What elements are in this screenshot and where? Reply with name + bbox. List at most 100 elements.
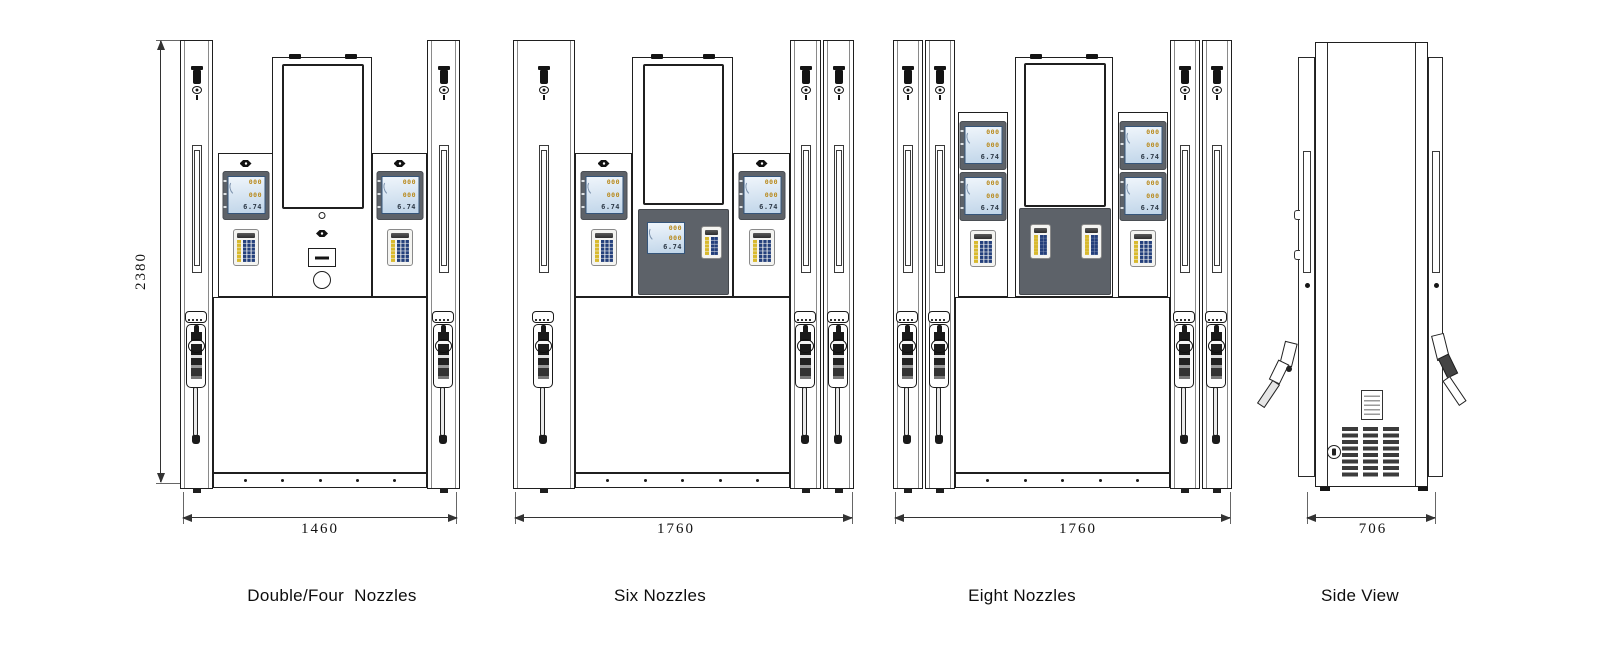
big-circle bbox=[313, 271, 331, 289]
extension-line bbox=[456, 492, 457, 524]
pivot-dot bbox=[1305, 283, 1310, 288]
keypad-keys-yellow bbox=[390, 240, 395, 262]
lcd-price: 6.74 bbox=[243, 203, 262, 211]
holder-bar bbox=[902, 66, 914, 70]
nozzle-tip bbox=[438, 435, 447, 444]
nozzle-gun bbox=[1176, 325, 1193, 382]
right-pillar-a bbox=[1170, 40, 1200, 493]
extension-line bbox=[852, 492, 853, 524]
keypad-screen bbox=[390, 233, 409, 238]
keypad bbox=[748, 229, 775, 266]
nozzle-gun bbox=[434, 325, 452, 382]
nozzle-holder-icon bbox=[189, 66, 205, 103]
lcd-volume: 000 bbox=[764, 190, 778, 199]
lcd-volume: 000 bbox=[606, 190, 620, 199]
display-ticks bbox=[960, 181, 964, 214]
lcd-volume: 000 bbox=[1146, 191, 1160, 200]
lcd-volume: 000 bbox=[986, 140, 1000, 149]
bolt-dot bbox=[986, 479, 989, 482]
nozzle-cap bbox=[793, 311, 816, 323]
right-pillar bbox=[427, 40, 460, 493]
keypad-keys-yellow bbox=[752, 240, 757, 262]
lcd-volume: 000 bbox=[986, 191, 1000, 200]
holder-ring bbox=[1212, 86, 1222, 94]
profile-slot bbox=[1432, 151, 1440, 273]
width-dimension-line bbox=[1306, 513, 1436, 522]
nozzle-gun bbox=[1208, 325, 1225, 382]
lcd-price: 6.74 bbox=[663, 243, 682, 251]
side-profile-left bbox=[1294, 57, 1315, 477]
pillar-slot bbox=[1212, 145, 1222, 273]
height-dimension-line bbox=[156, 40, 165, 483]
holder-stem bbox=[907, 95, 909, 100]
left-pillar bbox=[513, 40, 575, 493]
nozzle-cap bbox=[1173, 311, 1195, 323]
top-tab bbox=[651, 54, 663, 59]
holder-stem bbox=[939, 95, 941, 100]
name-plate bbox=[1361, 390, 1383, 420]
holder-stem bbox=[837, 95, 840, 100]
nozzle-tip bbox=[539, 435, 547, 444]
display-ticks bbox=[581, 180, 584, 213]
side-profile-right bbox=[1428, 57, 1443, 477]
nozzle-gun bbox=[829, 325, 847, 382]
lcd-amount: 000 bbox=[668, 224, 682, 232]
keypad-screen bbox=[1134, 234, 1152, 239]
fuel-nozzle-icon bbox=[1204, 311, 1230, 445]
nozzle-tip bbox=[1180, 435, 1188, 444]
keypad-keys-blue bbox=[1091, 235, 1098, 255]
holder-ring bbox=[800, 86, 811, 94]
extension-line bbox=[156, 483, 183, 484]
holder-stem bbox=[442, 95, 445, 100]
lcd-price: 6.74 bbox=[980, 204, 1000, 212]
nozzle-holder-icon bbox=[831, 66, 847, 103]
display-ticks bbox=[1120, 130, 1124, 163]
lcd-price: 6.74 bbox=[980, 153, 1000, 161]
body-edge-line bbox=[1327, 43, 1328, 486]
extension-line bbox=[183, 492, 184, 524]
lcd-amount: 000 bbox=[1146, 128, 1160, 136]
keypad-keys-blue bbox=[980, 241, 992, 263]
lcd-amount: 000 bbox=[402, 178, 416, 186]
base-plate bbox=[955, 473, 1170, 488]
nozzle-part bbox=[1256, 379, 1281, 409]
extension-line bbox=[1307, 492, 1308, 524]
holder-body bbox=[1213, 70, 1221, 84]
nozzle-holder-icon bbox=[900, 66, 916, 103]
lcd-amount: 000 bbox=[248, 178, 262, 186]
lcd-volume: 000 bbox=[668, 233, 682, 242]
lcd-price: 6.74 bbox=[1140, 204, 1160, 212]
fuel-nozzle-icon bbox=[793, 311, 819, 445]
grille-column bbox=[1342, 427, 1358, 479]
nozzle-holder-icon bbox=[536, 66, 552, 103]
nozzle-tip bbox=[191, 435, 200, 444]
holder-ring bbox=[1180, 86, 1190, 94]
lcd-volume: 000 bbox=[402, 190, 416, 199]
holder-ring bbox=[191, 86, 202, 94]
holder-ring bbox=[539, 86, 549, 94]
bolt-dot bbox=[244, 479, 247, 482]
holder-stem bbox=[195, 95, 198, 100]
keypad-keys-blue bbox=[242, 240, 255, 262]
bolt-dot bbox=[318, 479, 322, 482]
nozzle-holder-icon bbox=[436, 66, 452, 103]
center-column bbox=[1015, 54, 1113, 297]
lcd-amount: 000 bbox=[606, 178, 620, 186]
bolt-icon bbox=[597, 160, 610, 167]
holder-bar bbox=[1179, 66, 1191, 70]
center-column bbox=[272, 54, 372, 297]
nozzle-gun bbox=[931, 325, 948, 382]
right-pillar-b bbox=[823, 40, 854, 493]
width-dimension-label: 1760 bbox=[1059, 521, 1097, 537]
